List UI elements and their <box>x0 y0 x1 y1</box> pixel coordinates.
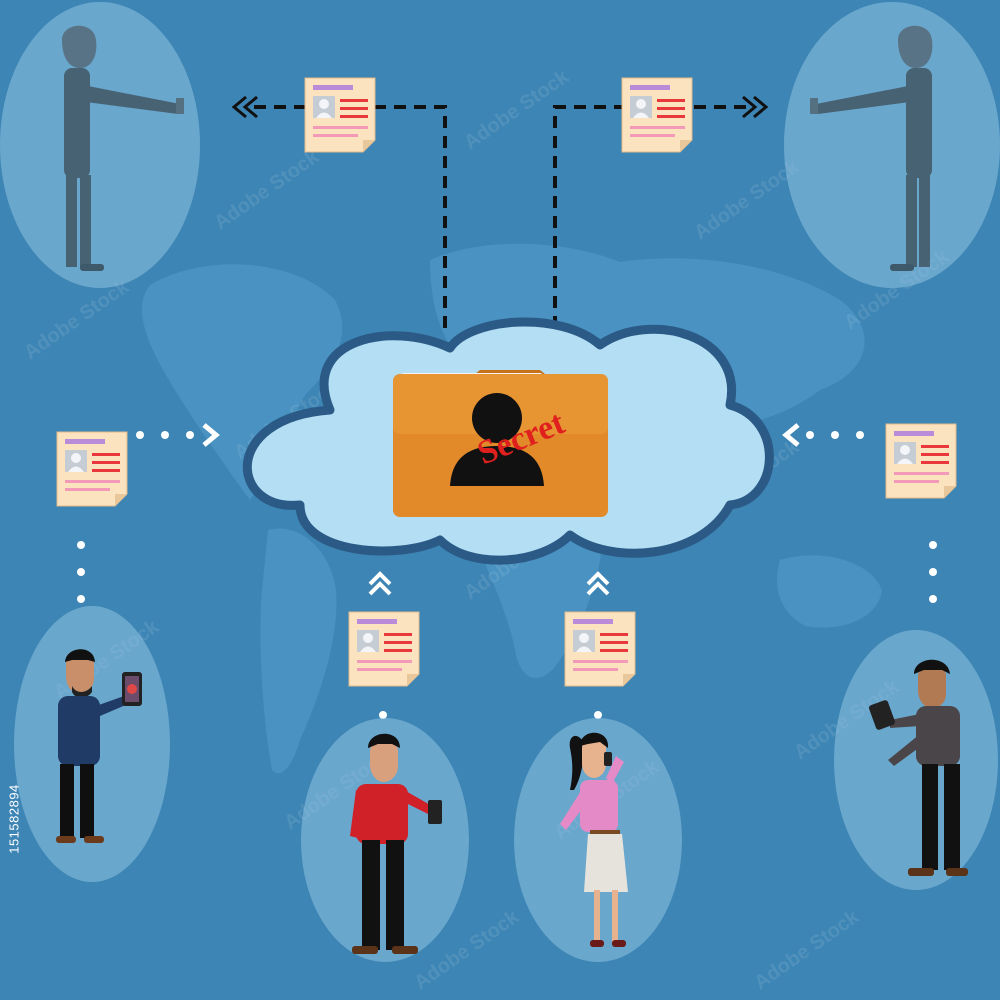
arrow-right-icon <box>742 95 769 119</box>
arrow-left-icon <box>231 95 258 119</box>
document-top-right <box>621 77 693 153</box>
stock-id-label: 151582894 <box>2 764 26 874</box>
chevron-up-icon <box>368 571 392 596</box>
dotted-connectors <box>77 423 937 719</box>
svg-text:Adobe Stock: Adobe Stock <box>750 905 863 994</box>
svg-text:Adobe Stock: Adobe Stock <box>210 145 323 234</box>
person-top-right <box>810 25 933 271</box>
person-mid-left <box>56 649 142 843</box>
stock-id-text: 151582894 <box>6 784 22 854</box>
document-top-left <box>304 77 376 153</box>
document-bottom-center-right <box>564 611 636 687</box>
document-mid-left <box>56 431 128 507</box>
person-silhouette-icon <box>450 393 544 486</box>
secret-folder-icon: Secret <box>393 370 608 517</box>
person-bubbles <box>0 2 1000 962</box>
chevron-right-icon <box>202 423 220 447</box>
connector-top-left <box>231 95 447 328</box>
svg-text:Adobe Stock: Adobe Stock <box>20 275 133 364</box>
document-bottom-center-left <box>348 611 420 687</box>
chevron-left-icon <box>782 423 800 447</box>
person-mid-right <box>869 659 968 876</box>
person-bottom-center-right <box>560 732 628 947</box>
document-mid-right <box>885 423 957 499</box>
person-top-left <box>62 25 184 271</box>
person-bottom-center-left <box>350 733 442 954</box>
chevron-up-icon <box>586 571 610 596</box>
connector-top-right <box>553 95 769 328</box>
